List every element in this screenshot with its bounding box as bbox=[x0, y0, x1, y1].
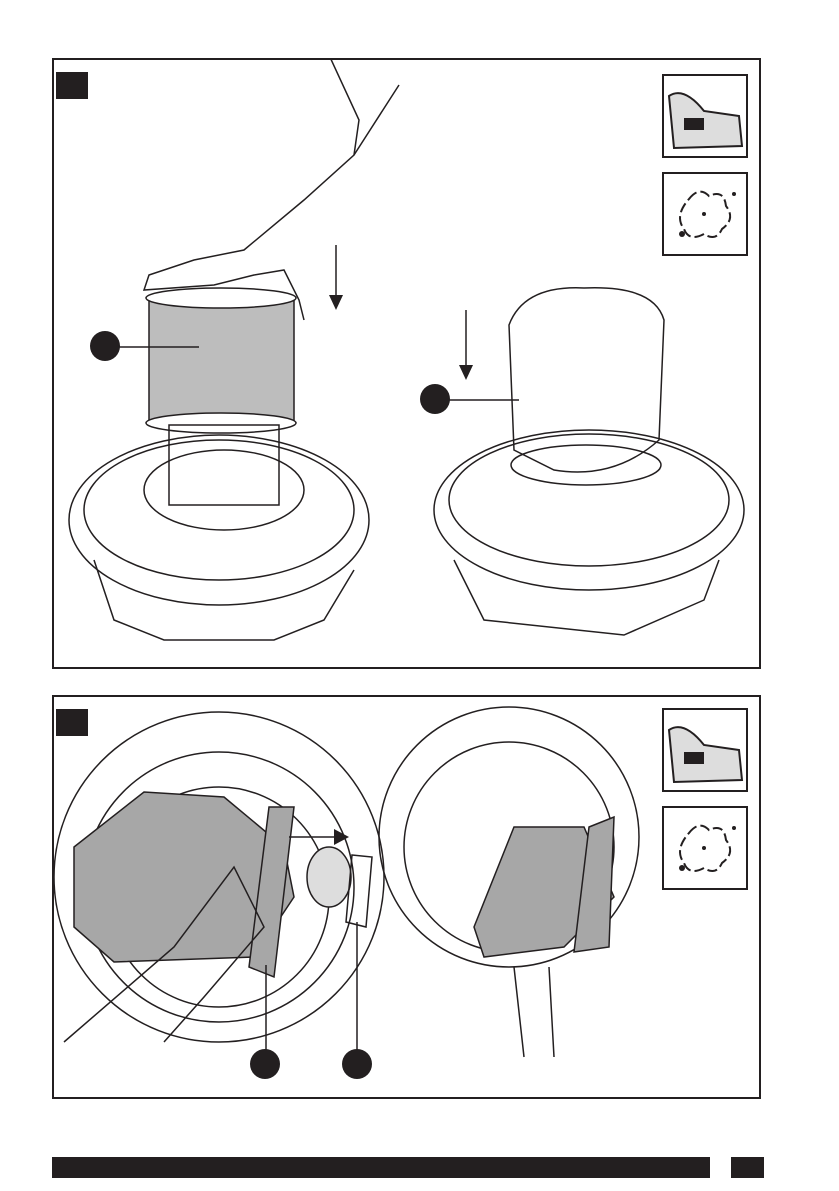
callout-marker bbox=[250, 1049, 280, 1079]
callout-marker bbox=[342, 1049, 372, 1079]
step-panel-1 bbox=[52, 58, 761, 669]
footer-bar bbox=[52, 1157, 710, 1178]
battery-switch-icon bbox=[662, 74, 748, 158]
hand-outline bbox=[144, 85, 399, 320]
dust-cloud-icon bbox=[662, 806, 748, 890]
cartridge-filter-illustration bbox=[54, 60, 763, 671]
paper-bag-illustration bbox=[54, 697, 763, 1101]
battery-switch-icon bbox=[662, 708, 748, 792]
callout-marker bbox=[420, 384, 450, 414]
cartridge-filter bbox=[149, 298, 294, 423]
page-number-box bbox=[731, 1157, 764, 1178]
step-panel-2 bbox=[52, 695, 761, 1099]
dust-cloud-icon bbox=[662, 172, 748, 256]
callout-marker bbox=[90, 331, 120, 361]
